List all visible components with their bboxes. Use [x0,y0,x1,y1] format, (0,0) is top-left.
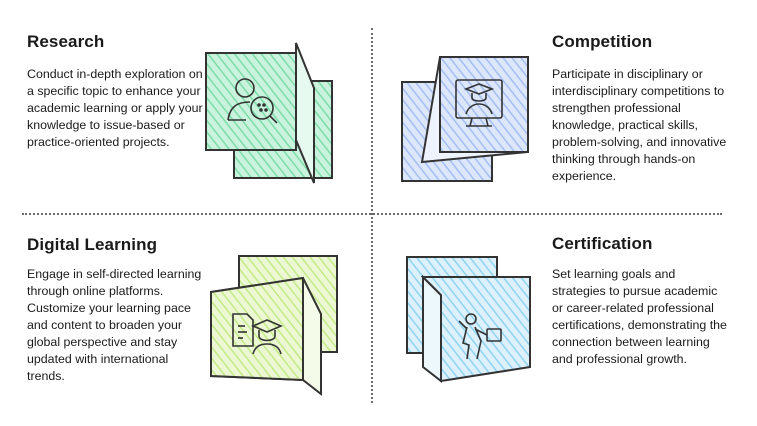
research-description: Conduct in-depth exploration on a specif… [27,67,203,149]
digital-learning-description: Engage in self-directed learning through… [27,267,202,383]
graduate-on-monitor-icon [455,79,503,127]
horizontal-divider [22,213,722,215]
researcher-with-magnifier-icon [227,78,278,124]
certification-title: Certification [552,234,653,253]
competition-illustration [400,52,532,184]
research-illustration [204,42,339,184]
certification-description: Set learning goals and strategies to pur… [552,267,727,366]
competition-title: Competition [552,32,653,51]
digital-learning-title: Digital Learning [27,235,158,254]
digital-learning-illustration [209,254,341,400]
graduate-with-document-icon [232,313,284,355]
competition-description: Participate in disciplinary or interdisc… [552,67,727,183]
vertical-divider [371,28,373,403]
person-holding-certificate-icon [458,313,502,360]
research-title: Research [27,32,105,51]
certification-illustration [405,255,535,387]
